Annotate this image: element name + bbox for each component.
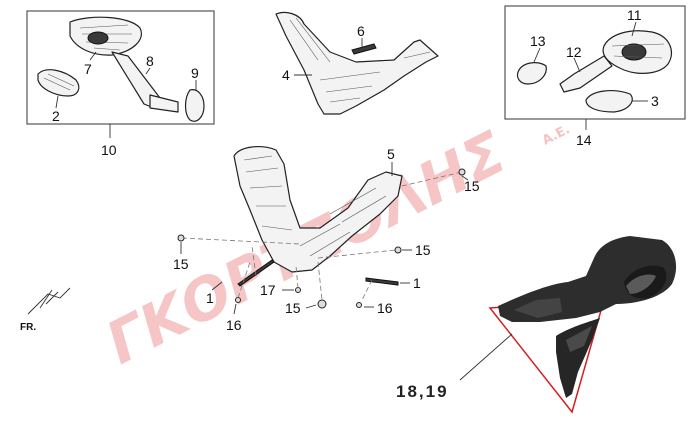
leader-2 <box>55 95 59 109</box>
right-mirror-group: 11 12 13 3 14 <box>504 5 686 148</box>
mirror-photo-cover-highlight <box>566 326 592 352</box>
screw-16-left <box>235 297 241 303</box>
dash-15-left <box>181 237 301 245</box>
left-mirror-bolt <box>149 94 179 113</box>
fasteners: 15 15 15 15 1 1 16 16 <box>173 168 480 333</box>
callout-3: 3 <box>651 93 659 109</box>
callout-1-left: 1 <box>206 290 214 306</box>
direction-label: FR. <box>20 322 36 333</box>
screw-15-mid <box>394 246 402 254</box>
callout-13: 13 <box>530 33 546 49</box>
leader-16-left <box>233 303 237 315</box>
leader-18-19 <box>459 333 513 381</box>
right-mirror-stem <box>559 55 613 93</box>
dash-15-mid <box>317 249 397 259</box>
screw-15-left <box>177 234 185 242</box>
front-direction-indicator: FR. <box>20 287 71 333</box>
callout-15-mid: 15 <box>415 242 431 258</box>
mirror-photo-cover <box>556 318 600 398</box>
leader-15-bottom <box>305 304 317 309</box>
leader-15-top <box>461 175 469 181</box>
callout-12: 12 <box>566 44 582 60</box>
callout-1-right: 1 <box>413 275 421 291</box>
center-panel-body <box>233 146 403 273</box>
callout-15-bottom: 15 <box>285 300 301 316</box>
callout-16-left: 16 <box>226 317 242 333</box>
leader-7 <box>89 51 97 61</box>
callout-18-19: 18,19 <box>396 382 449 401</box>
bolt-1-right <box>365 277 399 286</box>
callout-4: 4 <box>282 67 290 83</box>
mirror-photo-group: 18,19 <box>396 236 677 414</box>
left-mirror-cover <box>184 89 205 122</box>
leader-13 <box>533 47 541 63</box>
right-mirror-cover <box>516 62 547 85</box>
center-panel-shading <box>243 155 387 257</box>
callout-8: 8 <box>146 53 154 69</box>
left-mirror-dark-part <box>87 31 109 45</box>
left-mirror-shading <box>79 24 132 51</box>
dash-1-left <box>251 245 257 277</box>
watermark-suffix: Α.Ε. <box>540 122 572 148</box>
left-lens-shading <box>43 73 75 91</box>
screw-15-top <box>458 168 466 176</box>
left-mirror-box <box>26 10 215 125</box>
callout-2: 2 <box>52 108 60 124</box>
right-mirror-shading <box>611 43 665 59</box>
callout-7: 7 <box>84 61 92 77</box>
leader-12 <box>573 57 581 73</box>
center-inner-panel: 5 <box>233 146 403 273</box>
callout-11: 11 <box>627 7 642 23</box>
mirror-photo-reflection <box>626 274 656 294</box>
dash-1-right <box>361 279 373 301</box>
left-mirror-group: 7 8 2 9 10 <box>26 10 215 158</box>
callout-15-left: 15 <box>173 256 189 272</box>
screw-16-right <box>356 302 362 308</box>
screw-17 <box>295 287 301 293</box>
upper-cover-shading <box>289 17 431 103</box>
callout-6: 6 <box>357 23 365 39</box>
upper-front-cover: 6 4 <box>275 11 439 115</box>
callout-16-right: 16 <box>377 300 393 316</box>
leader-8 <box>145 67 151 75</box>
dash-17 <box>295 265 299 289</box>
upper-cover-body <box>275 11 439 115</box>
callout-10: 10 <box>101 142 117 158</box>
callout-9: 9 <box>191 65 199 81</box>
leader-1-left <box>211 281 223 291</box>
dash-16-left <box>237 261 251 299</box>
dash-15-top <box>401 171 463 187</box>
right-mirror-box <box>504 5 686 120</box>
left-mirror-lens <box>37 69 80 97</box>
dash-15-bottom <box>317 261 323 301</box>
mirror-photo-mount <box>514 298 562 318</box>
direction-arrow-detail <box>39 289 59 309</box>
part-6-strip <box>351 43 377 55</box>
callout-14: 14 <box>576 132 592 148</box>
right-mirror-dark-part <box>621 43 647 61</box>
leader-11 <box>631 21 637 37</box>
callout-17: 17 <box>260 282 276 298</box>
callout-15-top: 15 <box>464 178 480 194</box>
callout-5: 5 <box>387 146 395 162</box>
nut-15-bottom <box>317 299 327 309</box>
right-mirror-lens <box>585 90 633 113</box>
